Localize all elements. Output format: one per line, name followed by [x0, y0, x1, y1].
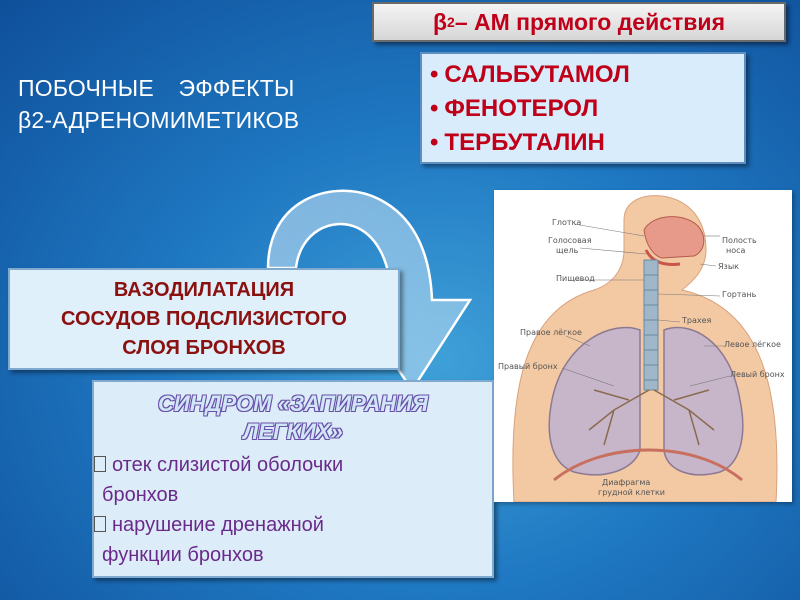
drug-item: •ФЕНОТЕРОЛ: [422, 92, 744, 126]
syndrome-list: отек слизистой оболочки бронхов нарушени…: [94, 450, 492, 570]
syndrome-item: нарушение дренажной функции бронхов: [94, 510, 492, 570]
side-heading: ПОБОЧНЫЕ ЭФФЕКТЫ β2-АДРЕНОМИМЕТИКОВ: [18, 72, 398, 136]
vaso-line1: ВАЗОДИЛАТАЦИЯ: [113, 279, 295, 301]
label-golos2: щель: [556, 246, 579, 255]
title-text: – АМ прямого действия: [454, 8, 725, 35]
drug-item: •ТЕРБУТАЛИН: [422, 126, 744, 160]
square-bullet-icon: [94, 456, 106, 472]
drug-list-box: •САЛЬБУТАМОЛ •ФЕНОТЕРОЛ •ТЕРБУТАЛИН: [420, 52, 746, 164]
label-diafragma2: грудной клетки: [598, 488, 665, 497]
syndrome-item: отек слизистой оболочки бронхов: [94, 450, 492, 510]
label-levyi-bronh: Левый бронх: [730, 370, 785, 379]
title-subscript: 2: [447, 14, 455, 30]
respiratory-system-illustration: Глотка Голосовая щель Пищевод Полость но…: [494, 190, 792, 503]
syndrome-item-line2: функции бронхов: [102, 544, 264, 566]
label-yazyk: Язык: [718, 262, 739, 271]
syndrome-box: СИНДРОМ «ЗАПИРАНИЯ ЛЕГКИХ» отек слизисто…: [92, 380, 494, 578]
label-traheya: Трахея: [682, 316, 712, 325]
side-heading-line2: β2-АДРЕНОМИМЕТИКОВ: [18, 107, 300, 133]
syndrome-item-line1: отек слизистой оболочки: [112, 454, 344, 476]
title-prefix: β: [432, 8, 448, 35]
syndrome-title-line1: СИНДРОМ «ЗАПИРАНИЯ: [158, 391, 428, 416]
label-pishchevod: Пищевод: [556, 274, 595, 283]
label-diafragma1: Диафрагма: [602, 478, 651, 487]
syndrome-item-line2: бронхов: [102, 484, 179, 506]
label-pravoe-legkoe: Правое лёгкое: [520, 328, 582, 337]
label-gortan: Гортань: [722, 290, 757, 299]
square-bullet-icon: [94, 516, 106, 532]
side-heading-line1: ПОБОЧНЫЕ ЭФФЕКТЫ: [18, 75, 295, 101]
bullet-icon: •: [430, 61, 439, 88]
label-golos1: Голосовая: [548, 236, 592, 245]
vaso-line2: СОСУДОВ ПОДСЛИЗИСТОГО: [61, 308, 347, 330]
vasodilatation-box: ВАЗОДИЛАТАЦИЯ СОСУДОВ ПОДСЛИЗИСТОГО СЛОЯ…: [8, 268, 400, 370]
label-levoe-legkoe: Левое лёгкое: [724, 340, 781, 349]
label-glotka: Глотка: [552, 218, 582, 227]
bullet-icon: •: [430, 129, 439, 156]
bullet-icon: •: [430, 95, 439, 122]
label-polost2: носа: [726, 246, 746, 255]
drug-name: ТЕРБУТАЛИН: [444, 129, 605, 156]
syndrome-item-line1: нарушение дренажной: [112, 514, 324, 536]
anatomy-drawing: [512, 195, 778, 503]
syndrome-title: СИНДРОМ «ЗАПИРАНИЯ ЛЕГКИХ»: [94, 390, 492, 446]
label-polost1: Полость: [722, 236, 757, 245]
label-pravyi-bronh: Правый бронх: [498, 362, 558, 371]
drug-name: ФЕНОТЕРОЛ: [444, 95, 599, 122]
drug-name: САЛЬБУТАМОЛ: [444, 61, 630, 88]
syndrome-title-line2: ЛЕГКИХ»: [243, 419, 343, 444]
drug-item: •САЛЬБУТАМОЛ: [422, 58, 744, 92]
vaso-line3: СЛОЯ БРОНХОВ: [122, 337, 286, 359]
